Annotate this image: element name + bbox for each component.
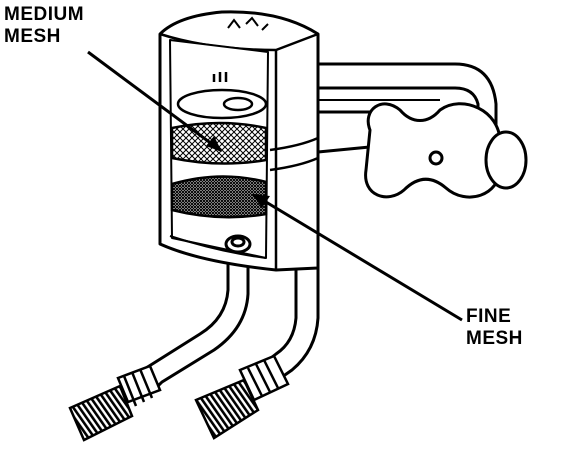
fine-mesh-arrowhead	[252, 194, 270, 208]
fine-mesh-leader	[255, 194, 463, 322]
fine-mesh-label-line1: FINE	[466, 306, 512, 327]
fine-mesh-label-line2: MESH	[466, 328, 523, 349]
housing-top-marks	[227, 16, 269, 31]
left-hose	[68, 364, 162, 442]
medium-mesh-leader	[87, 50, 221, 152]
medium-mesh-label: MEDIUM MESH	[4, 4, 84, 48]
fine-mesh-label: FINE MESH	[466, 306, 523, 350]
right-hose	[194, 354, 290, 440]
medium-mesh-arrowhead	[206, 136, 222, 152]
medium-mesh-label-line1: MEDIUM	[4, 4, 85, 25]
medium-mesh-screen	[170, 121, 268, 165]
fine-mesh-screen	[170, 175, 268, 219]
medium-mesh-label-line2: MESH	[4, 26, 61, 47]
inlet-disc	[176, 72, 268, 120]
